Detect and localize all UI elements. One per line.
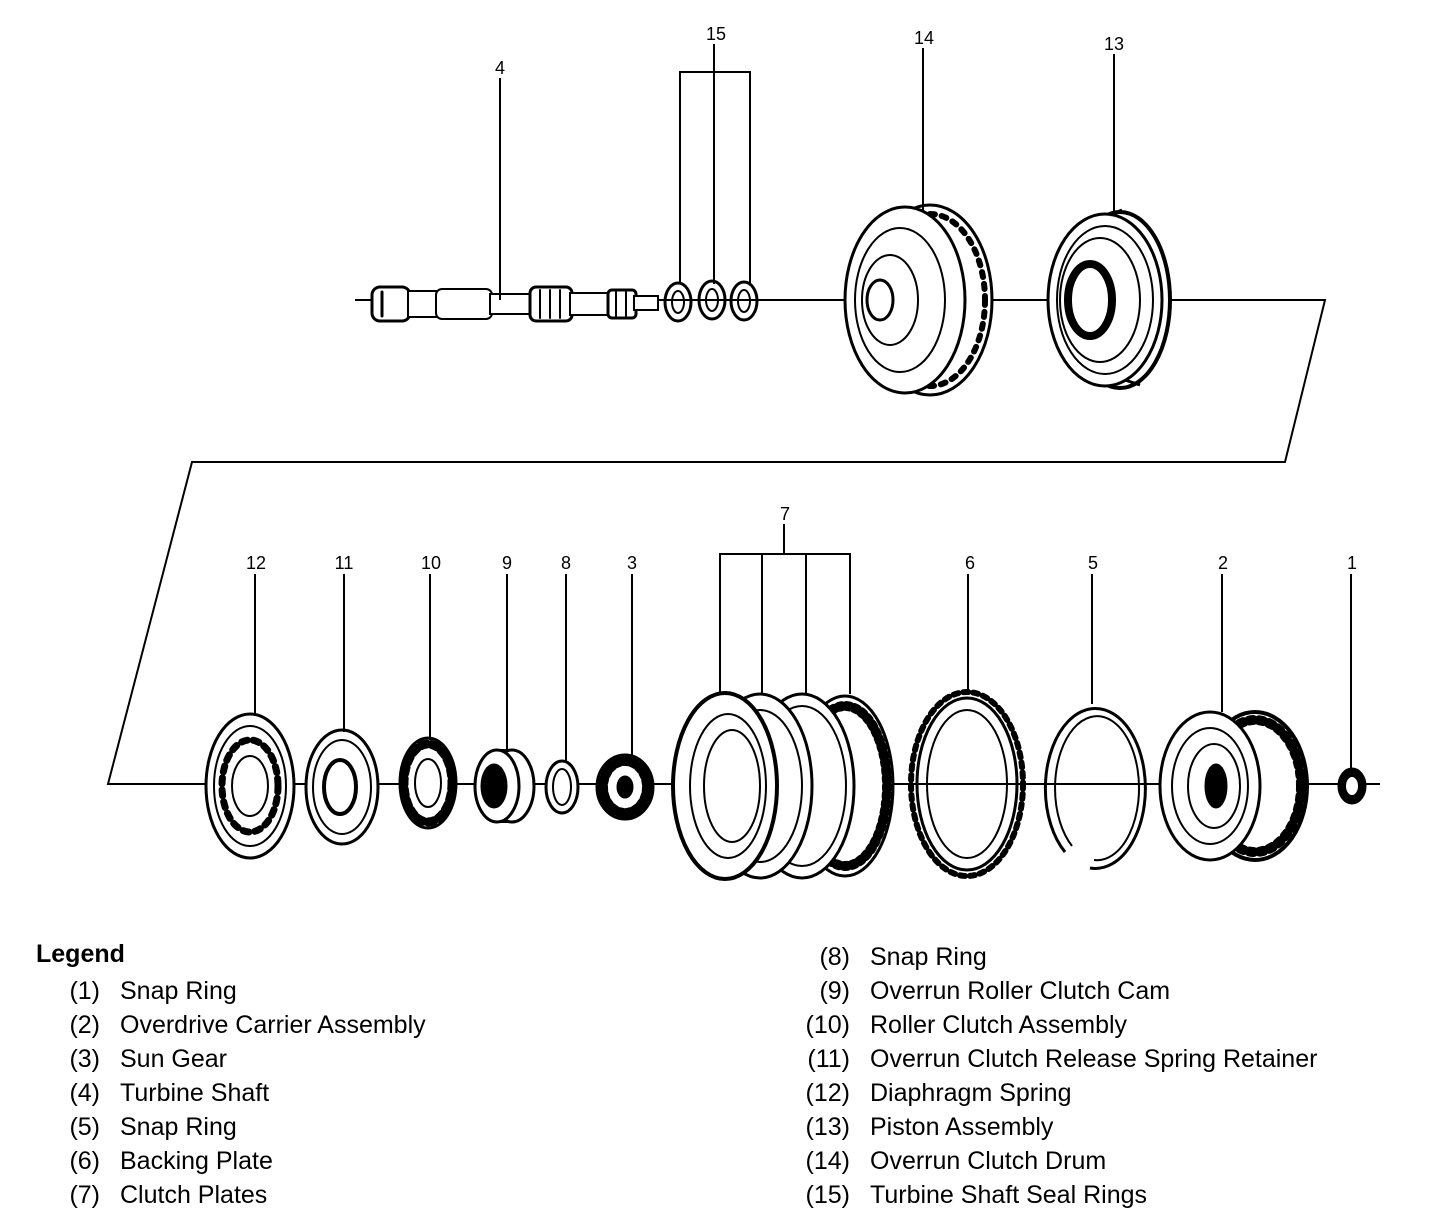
part-turbine-shaft (370, 285, 659, 323)
legend-item: (10) Roller Clutch Assembly (790, 1008, 1317, 1042)
callout-12: 12 (246, 553, 266, 573)
legend-item-label: Roller Clutch Assembly (870, 1010, 1128, 1039)
legend-item: (8) Snap Ring (790, 940, 1317, 974)
legend-item-number: (11) (807, 1044, 850, 1073)
legend-item-label: Piston Assembly (870, 1112, 1054, 1141)
legend-item-number: (12) (805, 1078, 850, 1107)
callout-3: 3 (627, 553, 637, 573)
legend-item: (12) Diaphragm Spring (790, 1076, 1317, 1110)
leader-lines (254, 44, 1352, 768)
part-roller-clutch-assembly (398, 736, 458, 830)
legend-item-label: Diaphragm Spring (870, 1078, 1072, 1107)
legend-item-label: Sun Gear (120, 1044, 228, 1073)
exploded-view-diagram: 4 15 14 13 7 12 11 10 9 8 3 6 5 2 1 (106, 24, 1380, 881)
part-overrun-clutch-drum (843, 203, 994, 397)
legend-item: (13) Piston Assembly (790, 1110, 1317, 1144)
legend-item-label: Overrun Roller Clutch Cam (870, 976, 1171, 1005)
legend-item-label: Overdrive Carrier Assembly (120, 1010, 426, 1039)
callout-13: 13 (1104, 34, 1124, 54)
legend-item: (4) Turbine Shaft (40, 1076, 426, 1110)
legend-item: (3) Sun Gear (40, 1042, 426, 1076)
legend-item-label: Snap Ring (120, 976, 237, 1005)
part-overrun-clutch-release-spring-retainer (304, 728, 380, 846)
part-snap-ring-8 (544, 759, 580, 815)
legend-item-label: Snap Ring (870, 942, 987, 971)
callout-10: 10 (421, 553, 441, 573)
legend-right-column: (8) Snap Ring (9) Overrun Roller Clutch Ca… (790, 940, 1318, 1212)
legend-item-number: (5) (69, 1112, 100, 1141)
callout-7: 7 (780, 504, 790, 524)
legend-item-number: (4) (69, 1078, 100, 1107)
legend-item: (2) Overdrive Carrier Assembly (40, 1008, 426, 1042)
callout-5: 5 (1088, 553, 1098, 573)
part-diaphragm-spring (204, 712, 296, 860)
part-sun-gear (595, 753, 655, 821)
part-turbine-shaft-seal-rings (663, 279, 759, 323)
legend-item: (6) Backing Plate (40, 1144, 426, 1178)
legend-item-number: (14) (805, 1146, 850, 1175)
legend-item: (1) Snap Ring (40, 974, 426, 1008)
legend-item-number: (1) (69, 976, 100, 1005)
legend-item: (9) Overrun Roller Clutch Cam (790, 974, 1317, 1008)
callout-11: 11 (335, 553, 354, 573)
part-snap-ring-5 (1043, 706, 1147, 870)
legend-item-number: (13) (805, 1112, 850, 1141)
callout-9: 9 (502, 553, 512, 573)
callout-6: 6 (965, 553, 975, 573)
legend-item: (14) Overrun Clutch Drum (790, 1144, 1317, 1178)
callout-8: 8 (561, 553, 571, 573)
callout-14: 14 (914, 28, 934, 48)
legend-item-label: Turbine Shaft Seal Rings (870, 1180, 1148, 1209)
legend-item-number: (2) (69, 1010, 100, 1039)
legend-item-number: (9) (819, 976, 850, 1005)
legend-item-number: (7) (69, 1180, 100, 1209)
legend-item: (7) Clutch Plates (40, 1178, 426, 1212)
legend-item-number: (3) (69, 1044, 100, 1073)
legend-item: (11) Overrun Clutch Release Spring Retain… (790, 1042, 1317, 1076)
legend-item-number: (6) (69, 1146, 100, 1175)
callout-15: 15 (706, 24, 726, 44)
part-overrun-roller-clutch-cam (473, 748, 536, 824)
legend-item-label: Turbine Shaft (120, 1078, 270, 1107)
legend-item-label: Backing Plate (120, 1146, 273, 1175)
legend-item-number: (8) (819, 942, 850, 971)
legend-item-label: Overrun Clutch Release Spring Retainer (870, 1044, 1318, 1073)
part-piston-assembly (1046, 208, 1172, 390)
legend-item-number: (15) (805, 1180, 850, 1209)
legend-title: Legend (36, 940, 125, 968)
part-clutch-plates (671, 691, 895, 881)
callout-2: 2 (1218, 553, 1228, 573)
legend-item-label: Clutch Plates (120, 1180, 268, 1209)
callout-4: 4 (495, 58, 505, 78)
callout-1: 1 (1347, 553, 1357, 573)
legend-item-label: Snap Ring (120, 1112, 237, 1141)
part-snap-ring-1 (1337, 767, 1367, 805)
legend-left-column: (1) Snap Ring (2) Overdrive Carrier Assemb… (40, 974, 426, 1212)
legend-item: (5) Snap Ring (40, 1110, 426, 1144)
callout-numbers: 4 15 14 13 7 12 11 10 9 8 3 6 5 2 1 (246, 24, 1357, 573)
part-overdrive-carrier-assembly (1158, 710, 1309, 862)
legend-item-number: (10) (805, 1010, 850, 1039)
legend-item-label: Overrun Clutch Drum (870, 1146, 1107, 1175)
legend-item: (15) Turbine Shaft Seal Rings (790, 1178, 1317, 1212)
